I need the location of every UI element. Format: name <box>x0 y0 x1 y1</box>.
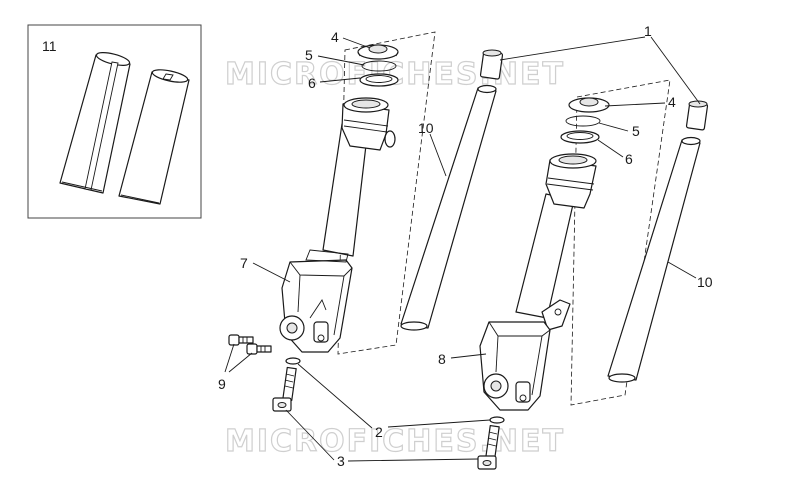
left-top-cap <box>357 44 399 60</box>
pinch-screw-upper <box>228 334 254 346</box>
washer-right <box>489 416 505 424</box>
split-bushing-right <box>118 69 190 205</box>
right-stanchion-tube <box>607 136 701 383</box>
split-bushing-left <box>59 52 131 194</box>
right-fork-leg <box>479 153 597 411</box>
callout-6-right: 6 <box>625 151 633 167</box>
axle-bolt-right <box>477 424 500 470</box>
right-top-cap <box>568 97 610 113</box>
left-top-bushing <box>479 49 504 80</box>
left-fork-leg <box>279 97 396 353</box>
callout-5-left: 5 <box>305 47 313 63</box>
dashed-guide-right <box>570 79 671 406</box>
callout-6-left: 6 <box>308 75 316 91</box>
callout-5-right: 5 <box>632 123 640 139</box>
callout-numbers: 1 2 3 4 4 5 5 6 6 7 8 9 10 10 <box>218 23 713 469</box>
left-seal <box>359 73 399 87</box>
axle-bolt-left <box>272 366 297 412</box>
callout-2: 2 <box>375 424 383 440</box>
right-circlip <box>565 115 601 127</box>
inset-part-11: 11 <box>27 24 202 219</box>
callout-1: 1 <box>644 23 652 39</box>
left-circlip <box>361 60 397 72</box>
washer-left <box>285 357 301 365</box>
callout-3: 3 <box>337 453 345 469</box>
callout-10-left: 10 <box>418 120 434 136</box>
right-seal <box>560 130 600 144</box>
inset-label: 11 <box>42 38 57 54</box>
callout-8: 8 <box>438 351 446 367</box>
inset-frame <box>27 24 202 219</box>
right-fork-assembly <box>479 97 709 411</box>
watermark-bottom: MICROFICHES.NET <box>225 424 565 459</box>
callout-10-right: 10 <box>697 274 713 290</box>
callout-4-right: 4 <box>668 94 676 110</box>
left-fork-assembly <box>279 44 504 353</box>
right-top-bushing <box>685 100 709 131</box>
watermark-top: MICROFICHES.NET <box>225 57 565 92</box>
callout-4-left: 4 <box>331 29 339 45</box>
left-stanchion-tube <box>400 84 497 331</box>
leader-lines <box>224 36 701 462</box>
callout-7: 7 <box>240 255 248 271</box>
callout-9: 9 <box>218 376 226 392</box>
pinch-screw-lower <box>246 343 272 355</box>
